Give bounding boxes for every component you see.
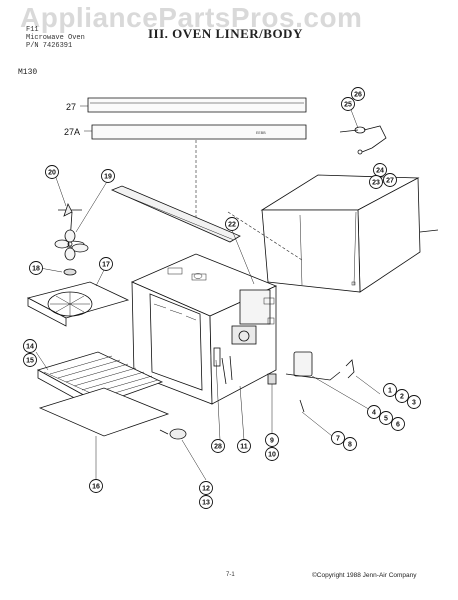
strip-27a-inner-text: EEBB <box>256 132 266 136</box>
svg-text:19: 19 <box>104 174 112 181</box>
callout-17: 17 <box>99 257 113 271</box>
svg-text:8: 8 <box>348 442 352 449</box>
callout-1: 1 <box>383 383 397 397</box>
header-line-2: Microwave Oven <box>26 34 85 42</box>
svg-text:24: 24 <box>376 168 384 175</box>
small-parts <box>159 229 439 440</box>
svg-text:27: 27 <box>386 178 394 185</box>
svg-text:14: 14 <box>26 344 34 351</box>
callout-20: 20 <box>45 165 59 179</box>
oven-liner <box>131 253 278 405</box>
label-27: 27 <box>66 102 76 112</box>
label-27a: 27A <box>64 127 80 137</box>
svg-text:13: 13 <box>202 500 210 507</box>
callout-24: 24 <box>373 163 387 177</box>
fan-assembly <box>54 202 89 276</box>
callout-23: 23 <box>369 175 383 189</box>
callout-9: 9 <box>265 433 279 447</box>
svg-text:2: 2 <box>400 394 404 401</box>
svg-text:7: 7 <box>336 436 340 443</box>
page-title: III. OVEN LINER/BODY <box>148 26 303 41</box>
top-rail <box>110 185 241 243</box>
svg-text:1: 1 <box>388 388 392 395</box>
svg-text:25: 25 <box>344 102 352 109</box>
svg-text:5: 5 <box>384 416 388 423</box>
page-number: 7-1 <box>226 572 235 578</box>
callout-28: 28 <box>211 439 225 453</box>
callout-11: 11 <box>237 439 251 453</box>
callout-5: 5 <box>379 411 393 425</box>
svg-text:10: 10 <box>268 452 276 459</box>
svg-text:23: 23 <box>372 180 380 187</box>
callout-25: 25 <box>341 97 355 111</box>
svg-text:16: 16 <box>92 484 100 491</box>
svg-text:20: 20 <box>48 170 56 177</box>
fan-cover-plate <box>26 281 130 327</box>
copyright-notice: ©Copyright 1988 Jenn-Air Company <box>312 572 417 579</box>
header-line-1: F11 <box>26 26 39 34</box>
callout-26: 26 <box>351 87 365 101</box>
callout-13: 13 <box>199 495 213 509</box>
callout-27: 27 <box>383 173 397 187</box>
callout-3: 3 <box>407 395 421 409</box>
model-number: M130 <box>18 68 38 77</box>
header-line-3: P/N 7426391 <box>26 42 73 50</box>
callout-18: 18 <box>29 261 43 275</box>
callout-14: 14 <box>23 339 37 353</box>
callout-8: 8 <box>343 437 357 451</box>
callout-10: 10 <box>265 447 279 461</box>
callout-22: 22 <box>225 217 239 231</box>
leader-lines <box>35 101 406 481</box>
svg-text:26: 26 <box>354 92 362 99</box>
svg-text:17: 17 <box>102 262 110 269</box>
strip-27: 27 <box>66 97 307 113</box>
svg-text:28: 28 <box>214 444 222 451</box>
probe-sensor <box>339 125 387 155</box>
svg-text:18: 18 <box>32 266 40 273</box>
svg-text:12: 12 <box>202 486 210 493</box>
svg-text:6: 6 <box>396 422 400 429</box>
outer-cabinet <box>260 174 421 293</box>
callouts: 26 25 24 23 27 22 20 19 18 17 14 15 16 1… <box>23 87 421 509</box>
callout-6: 6 <box>391 417 405 431</box>
svg-text:15: 15 <box>26 358 34 365</box>
bottom-tray <box>38 387 170 437</box>
svg-text:22: 22 <box>228 222 236 229</box>
callout-16: 16 <box>89 479 103 493</box>
callout-19: 19 <box>101 169 115 183</box>
svg-text:4: 4 <box>372 410 376 417</box>
svg-text:9: 9 <box>270 438 274 445</box>
callout-4: 4 <box>367 405 381 419</box>
svg-text:3: 3 <box>412 400 416 407</box>
watermark-text: AppliancePartsPros.com <box>20 2 363 33</box>
callout-15: 15 <box>23 353 37 367</box>
callout-7: 7 <box>331 431 345 445</box>
strip-27a: 27A EEBB <box>64 124 307 140</box>
svg-text:11: 11 <box>240 444 248 451</box>
callout-2: 2 <box>395 389 409 403</box>
callout-12: 12 <box>199 481 213 495</box>
